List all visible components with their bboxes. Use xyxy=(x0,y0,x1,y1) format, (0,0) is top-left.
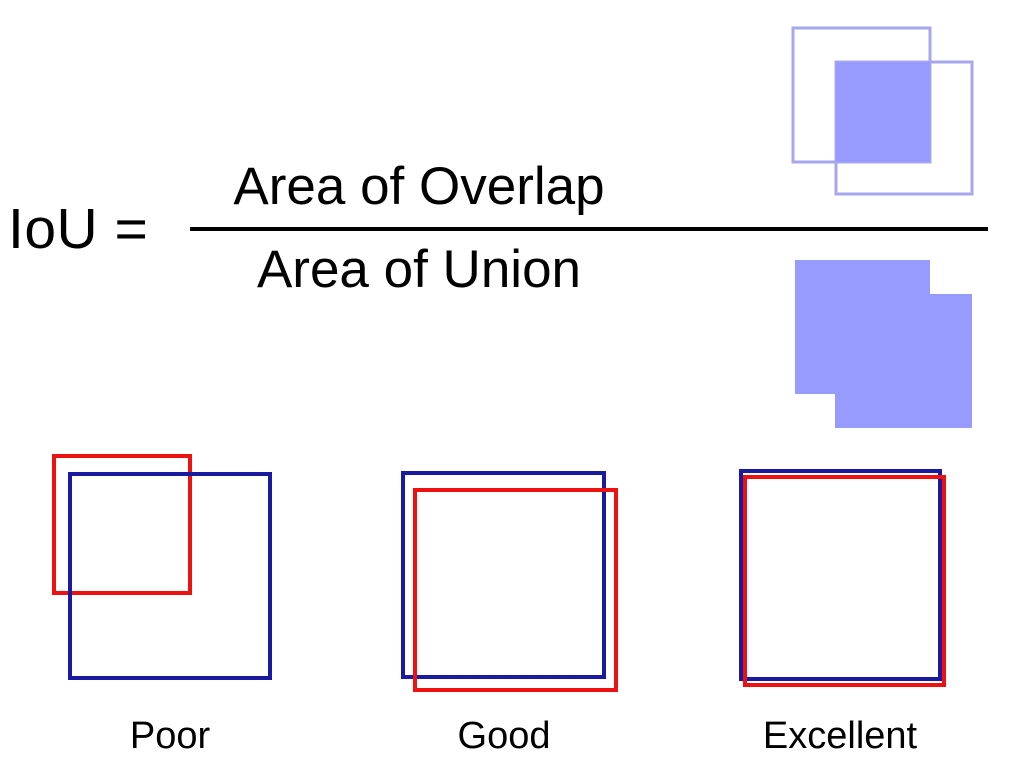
excellent-red-box xyxy=(743,475,946,687)
caption-poor: Poor xyxy=(129,715,211,757)
good-blue-box xyxy=(401,471,606,679)
formula-numerator-text: Area of Overlap xyxy=(233,157,605,216)
caption-excellent: Excellent xyxy=(762,715,918,757)
formula-numerator: Area of Overlap xyxy=(190,157,988,217)
formula-left-hand-side: IoU = xyxy=(8,197,149,261)
poor-red-box xyxy=(52,454,192,595)
example-boxes-good xyxy=(401,471,618,692)
formula-denominator-text: Area of Union xyxy=(256,240,582,299)
example-boxes-poor xyxy=(52,454,272,680)
excellent-blue-box xyxy=(739,469,942,681)
fraction-bar xyxy=(190,227,988,231)
caption-good: Good xyxy=(457,715,551,757)
example-boxes-excellent xyxy=(739,469,946,687)
formula-denominator: Area of Union xyxy=(190,240,988,300)
overlap-rect-a xyxy=(791,26,932,164)
poor-blue-box xyxy=(68,472,272,680)
overlap-intersection-fill xyxy=(836,62,930,162)
good-red-box xyxy=(413,488,618,692)
